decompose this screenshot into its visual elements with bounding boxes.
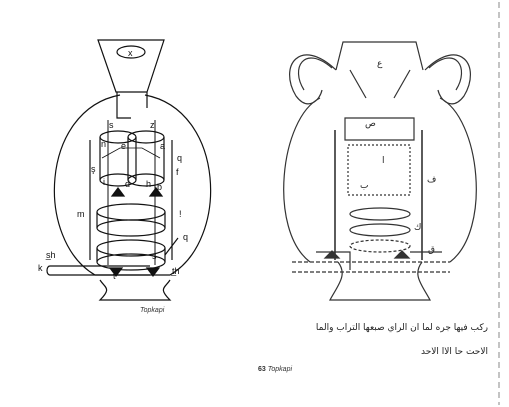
label-m: m: [77, 209, 85, 219]
label-h: h: [146, 179, 151, 189]
label-t: t: [113, 271, 116, 281]
label-q-lower: q: [183, 232, 188, 242]
ms-letter-alif: ا: [382, 156, 385, 166]
label-n: n: [101, 139, 106, 149]
label-e: e: [121, 141, 126, 151]
left-drawing-labels: x s z n e a q ş i d h b f m ! q s̲h k t …: [38, 48, 188, 281]
ms-letter-fa: ف: [427, 175, 436, 185]
label-i: i: [103, 177, 105, 187]
right-manuscript-drawing: [283, 41, 477, 301]
left-apparatus-drawing: [46, 39, 212, 301]
label-q-upper: q: [177, 153, 182, 163]
label-s-cedilla: ş: [91, 164, 96, 174]
left-caption-text: Topkapi: [140, 307, 165, 314]
right-caption-text: Topkapi: [267, 366, 293, 373]
label-sh: s̲h: [45, 250, 55, 260]
label-th: t̲h: [171, 266, 180, 276]
label-d: d: [125, 179, 130, 189]
manuscript-text-line-2: الاحت حا الاا الاحد: [421, 347, 488, 357]
label-exclamation: !: [179, 209, 182, 219]
label-k: k: [38, 263, 43, 273]
label-s-lower: s: [152, 251, 157, 261]
ms-letter-qaf: ق: [428, 245, 435, 255]
left-figure-caption: Topkapi: [140, 307, 164, 314]
right-figure-caption: 63 Topkapi: [258, 366, 292, 373]
label-s: s: [109, 120, 114, 130]
label-a: a: [160, 141, 165, 151]
ms-letter-ba: ب: [360, 181, 368, 191]
label-x: x: [128, 48, 133, 58]
right-manuscript-letters: ع ص ا ب ف ك ق: [360, 59, 436, 255]
manuscript-text-line-1: ركب فيها جره لما ان الراي صبعها التراب و…: [316, 323, 488, 333]
ms-letter-sad: ص: [365, 119, 376, 129]
ms-letter-kaf: ك: [414, 223, 421, 233]
label-z: z: [150, 120, 155, 130]
figure-number: 63: [258, 366, 266, 373]
label-f: f: [176, 167, 179, 177]
label-b: b: [157, 182, 162, 192]
ms-letter-ayn: ع: [377, 59, 383, 69]
